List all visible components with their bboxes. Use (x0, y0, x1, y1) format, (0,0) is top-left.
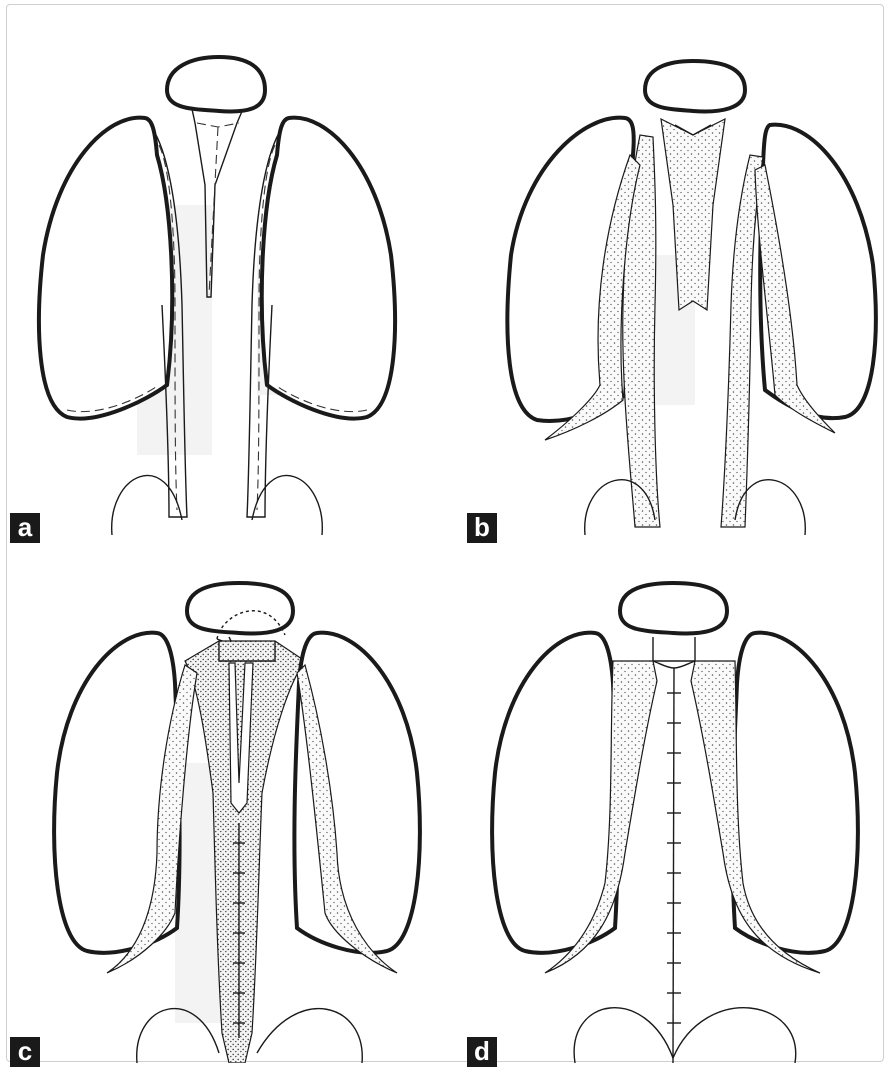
panel-b-right-flap (721, 155, 763, 527)
panel-c-head-shape (187, 583, 293, 633)
panel-d-left-arc (574, 1008, 673, 1063)
panel-c-drawing (7, 533, 447, 1063)
panel-a-drawing (7, 5, 447, 535)
panel-d-label: d (467, 1037, 497, 1067)
panel-b: b (445, 5, 885, 535)
panel-a-left-lobe (39, 118, 172, 419)
panel-d-right-arc (673, 1008, 796, 1063)
panel-a-head-shape (167, 57, 265, 111)
panel-d: d (445, 533, 885, 1063)
panel-b-drawing (445, 5, 885, 535)
panel-d-right-lobe (732, 633, 858, 953)
figure-frame: a b (6, 4, 884, 1062)
panel-c: c (7, 533, 447, 1063)
panel-a-left-arc (112, 476, 182, 535)
panel-c-right-arc (257, 1009, 362, 1063)
panel-a-right-lobe (262, 118, 395, 419)
panel-a-right-arc (252, 476, 322, 535)
panel-d-drawing (445, 533, 885, 1063)
panel-d-head-shape (620, 583, 727, 633)
panel-a: a (7, 5, 447, 535)
panel-b-head-shape (645, 61, 745, 111)
panel-c-label: c (10, 1037, 40, 1067)
